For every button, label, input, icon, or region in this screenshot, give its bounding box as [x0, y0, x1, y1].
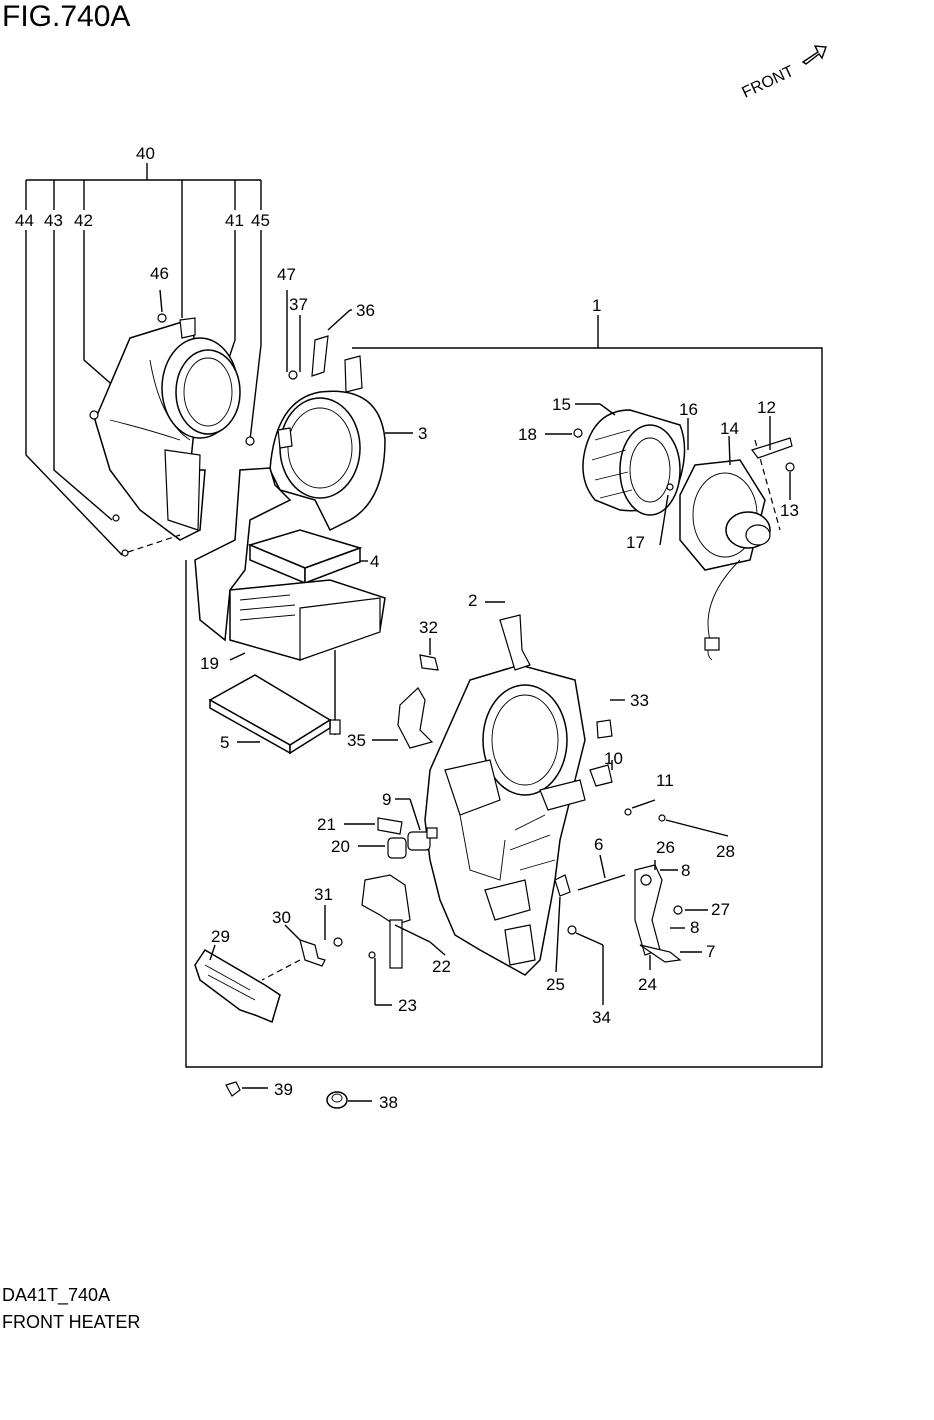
clip-39: [225, 1081, 268, 1097]
callout-16: 16: [679, 400, 698, 419]
callout-47: 47: [277, 265, 296, 284]
filter-5: [208, 674, 332, 755]
callout-39: 39: [274, 1080, 293, 1099]
callout-45: 45: [251, 211, 270, 230]
callout-37: 37: [289, 295, 308, 314]
callout-34: 34: [592, 1008, 611, 1027]
callout-labels: 1 2 3 4 5 6 7 8 8 9 10 11 12 13 14 15 16…: [15, 144, 799, 1112]
callout-11: 11: [656, 771, 674, 790]
callout-41: 41: [225, 211, 244, 230]
bracket-30-31: [261, 905, 343, 981]
callout-46: 46: [150, 264, 169, 283]
heater-core-4: [247, 529, 368, 585]
callout-29: 29: [211, 927, 230, 946]
callout-20: 20: [331, 837, 350, 856]
tray-29: [194, 944, 281, 1024]
callout-19: 19: [200, 654, 219, 673]
callout-3: 3: [418, 424, 427, 443]
callout-40: 40: [136, 144, 155, 163]
grommet-38: [326, 1091, 372, 1109]
figure-title: FIG.740A: [2, 0, 131, 33]
clip-32: [419, 638, 439, 671]
callout-22: 22: [432, 957, 451, 976]
callout-10: 10: [604, 749, 623, 768]
callout-8b: 8: [690, 918, 699, 937]
assembly-frame: [185, 315, 823, 1068]
blower-fan-15: [545, 403, 686, 516]
blower-case-40: [89, 289, 255, 557]
clip-33: [596, 699, 625, 739]
callout-43: 43: [44, 211, 63, 230]
callout-15: 15: [552, 395, 571, 414]
figure-name: FRONT HEATER: [2, 1312, 141, 1332]
callout-13: 13: [780, 501, 799, 520]
callout-27: 27: [711, 900, 730, 919]
actuator-9-21-20: [344, 798, 438, 859]
bracket-35: [372, 687, 434, 749]
callout-28: 28: [716, 842, 735, 861]
callout-33: 33: [630, 691, 649, 710]
callout-8a: 8: [681, 861, 690, 880]
callout-4: 4: [370, 552, 379, 571]
callout-31: 31: [314, 885, 333, 904]
callout-38: 38: [379, 1093, 398, 1112]
callout-17: 17: [626, 533, 645, 552]
group-bracket-40: [25, 163, 262, 556]
motor-14: [659, 416, 795, 661]
callout-7: 7: [706, 942, 715, 961]
front-label: FRONT: [740, 63, 797, 102]
callout-32: 32: [419, 618, 438, 637]
callout-24: 24: [638, 975, 657, 994]
callout-36: 36: [356, 301, 375, 320]
callout-42: 42: [74, 211, 93, 230]
callout-9: 9: [382, 790, 391, 809]
figure-code: DA41T_740A: [2, 1285, 111, 1305]
callout-30: 30: [272, 908, 291, 927]
lever-linkage: [554, 760, 729, 1005]
callout-44: 44: [15, 211, 34, 230]
callout-23: 23: [398, 996, 417, 1015]
callout-35: 35: [347, 731, 366, 750]
callout-21: 21: [317, 815, 336, 834]
case-19: [194, 467, 386, 735]
callout-6: 6: [594, 835, 603, 854]
callout-18: 18: [518, 425, 537, 444]
callout-2: 2: [468, 591, 477, 610]
callout-26: 26: [656, 838, 675, 857]
bracket-36: [286, 290, 352, 380]
callout-14: 14: [720, 419, 739, 438]
front-direction-arrow: FRONT: [740, 45, 827, 102]
callout-12: 12: [757, 398, 776, 417]
callout-25: 25: [546, 975, 565, 994]
heater-case-2: [424, 601, 586, 976]
duct-3: [269, 355, 413, 532]
callout-1: 1: [592, 296, 601, 315]
valve-22: [361, 874, 446, 1006]
callout-5: 5: [220, 733, 229, 752]
